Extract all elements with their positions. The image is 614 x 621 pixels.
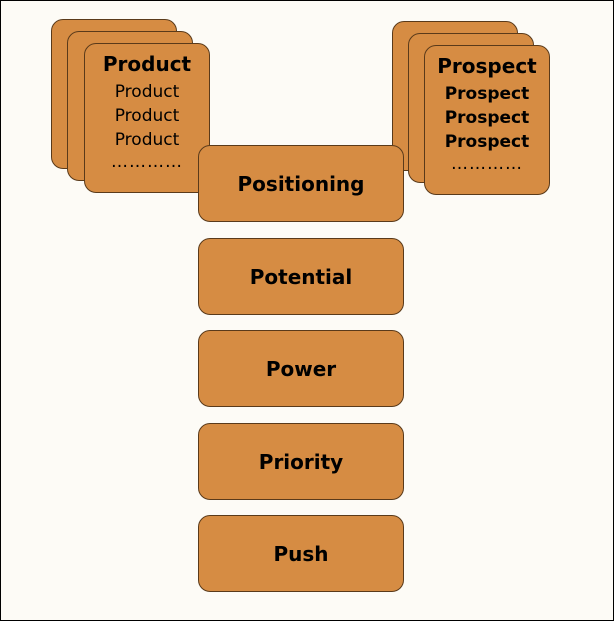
prospect-item-3: Prospect — [444, 132, 530, 152]
step-power: Power — [198, 330, 404, 407]
product-item-1: Product — [114, 82, 180, 102]
step-potential: Potential — [198, 238, 404, 315]
product-card-title: Product — [102, 52, 192, 76]
prospect-card: Prospect Prospect Prospect Prospect ………… — [424, 45, 550, 195]
step-priority: Priority — [198, 423, 404, 500]
product-item-3: Product — [114, 130, 180, 150]
step-positioning: Positioning — [198, 145, 404, 222]
prospect-ellipsis: ………… — [451, 154, 523, 174]
prospect-card-title: Prospect — [437, 54, 537, 78]
product-item-2: Product — [114, 106, 180, 126]
prospect-item-1: Prospect — [444, 84, 530, 104]
product-ellipsis: ………… — [111, 152, 183, 172]
product-card: Product Product Product Product ………… — [84, 43, 210, 193]
step-push: Push — [198, 515, 404, 592]
prospect-item-2: Prospect — [444, 108, 530, 128]
